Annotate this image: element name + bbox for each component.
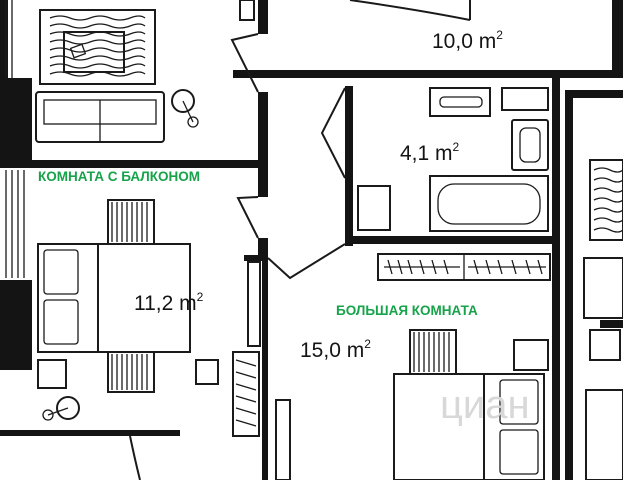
shelf — [247, 261, 261, 347]
wall-v-far-right-top — [612, 0, 623, 72]
sink-basin — [519, 127, 541, 163]
bed-rug-bottom — [107, 351, 155, 393]
rug — [39, 9, 156, 85]
lamp-icon — [187, 116, 199, 128]
bathroom-area: 4,1 m2 — [400, 140, 460, 165]
bath-wall-bottom — [345, 236, 560, 244]
wall-h-left — [0, 160, 268, 168]
pillow — [499, 429, 539, 475]
hangers — [384, 259, 546, 275]
bath-wall-left — [345, 86, 353, 246]
door-swing — [129, 435, 141, 480]
book-icon — [69, 43, 87, 59]
left-wall-lower — [0, 280, 32, 370]
bed-rug-top — [107, 199, 155, 245]
sink — [511, 119, 549, 171]
pillow — [43, 299, 79, 345]
cabinet — [585, 389, 623, 480]
bed-blanket — [393, 373, 485, 480]
bathtub-inner — [437, 183, 541, 225]
rug-pattern — [593, 167, 623, 233]
wall-bottom-left — [0, 430, 180, 436]
lamp-cord — [47, 407, 69, 416]
wall-v-top — [258, 0, 268, 34]
nightstand — [195, 359, 219, 385]
pillow — [43, 249, 79, 295]
plant-icon — [56, 396, 80, 420]
wardrobe — [239, 0, 255, 21]
rug-stripes — [413, 332, 450, 372]
rug — [589, 159, 623, 241]
balcony-room-label: КОМНАТА С БАЛКОНОМ — [38, 169, 200, 184]
coffee-table — [63, 31, 125, 73]
washing-machine — [429, 87, 491, 117]
wall-v-lower-stub — [258, 238, 268, 258]
chair — [589, 329, 621, 361]
wall-h-top-right-under — [233, 70, 623, 78]
big-room-label: БОЛЬШАЯ КОМНАТА — [336, 303, 478, 318]
watermark-text: циан — [440, 383, 530, 427]
nightstand — [37, 359, 67, 389]
wall-v-mid — [258, 92, 268, 197]
far-right-top — [573, 90, 623, 98]
sofa — [583, 257, 623, 319]
wall-v-lower — [262, 258, 268, 480]
rug — [107, 351, 155, 393]
far-right-furniture — [583, 159, 623, 480]
hangers — [235, 359, 257, 427]
door-swing — [236, 196, 259, 239]
rug-stripes — [111, 202, 148, 242]
plant-icon — [171, 89, 195, 113]
door-swing — [267, 243, 346, 280]
left-wall-pier — [0, 78, 32, 168]
door-swing — [230, 33, 259, 93]
living-furniture — [35, 0, 255, 143]
lamp-icon — [42, 409, 54, 421]
bathtub — [429, 175, 549, 232]
far-right-mid — [600, 320, 623, 328]
balcony-room-area: 11,2 m2 — [134, 290, 204, 315]
toilet — [357, 185, 391, 231]
big-room-area: 15,0 m2 — [300, 337, 371, 362]
big-room-furniture — [377, 253, 551, 480]
top-room-area: 10,0 m2 — [432, 28, 503, 53]
door-swing — [320, 87, 346, 179]
bathroom-fixtures — [357, 87, 549, 232]
big-room-wall-right — [552, 244, 560, 480]
washer-panel — [439, 96, 483, 108]
wardrobe — [232, 351, 260, 437]
bath-wall-right — [552, 78, 560, 244]
wall-corner — [244, 255, 266, 261]
door-swing — [349, 0, 471, 21]
door-leaf — [275, 399, 291, 480]
rug — [107, 199, 155, 245]
pillow — [499, 379, 539, 425]
left-wall-top — [0, 0, 8, 78]
far-right-wall — [565, 90, 573, 480]
nightstand — [513, 339, 549, 371]
doors — [230, 0, 471, 280]
lamp-cord — [182, 100, 194, 123]
rug-stripes — [111, 354, 148, 390]
balcony-room-furniture — [37, 199, 291, 480]
cabinet — [501, 87, 549, 111]
